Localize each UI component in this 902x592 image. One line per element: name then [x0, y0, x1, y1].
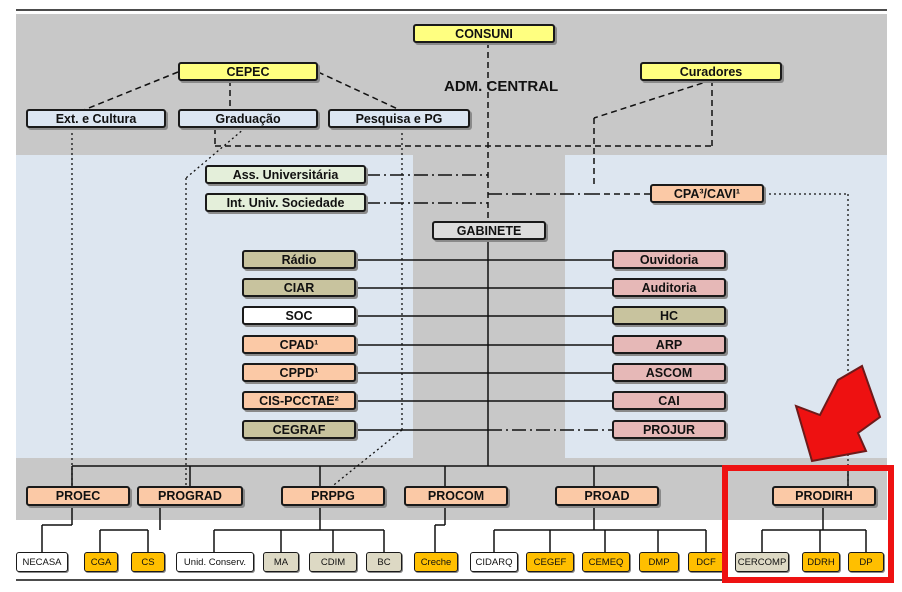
- soc-box: SOC: [242, 306, 356, 325]
- cegef-box: CEGEF: [526, 552, 574, 572]
- arp-box: ARP: [612, 335, 726, 354]
- proec-box: PROEC: [26, 486, 130, 506]
- bc-box: BC: [366, 552, 402, 572]
- cepec-box: CEPEC: [178, 62, 318, 81]
- unid-conserv-box: Unid. Conserv.: [176, 552, 254, 572]
- ascom-box: ASCOM: [612, 363, 726, 382]
- ma-box: MA: [263, 552, 299, 572]
- graduacao-box: Graduação: [178, 109, 318, 128]
- prodirh-box: PRODIRH: [772, 486, 876, 506]
- cdim-box: CDIM: [309, 552, 357, 572]
- hc-box: HC: [612, 306, 726, 325]
- projur-box: PROJUR: [612, 420, 726, 439]
- cpad-box: CPAD¹: [242, 335, 356, 354]
- cppd-box: CPPD¹: [242, 363, 356, 382]
- auditoria-box: Auditoria: [612, 278, 726, 297]
- curadores-box: Curadores: [640, 62, 782, 81]
- procom-box: PROCOM: [404, 486, 508, 506]
- cidarq-box: CIDARQ: [470, 552, 518, 572]
- ddrh-box: DDRH: [802, 552, 840, 572]
- cs-box: CS: [131, 552, 165, 572]
- pesquisa-pg-box: Pesquisa e PG: [328, 109, 470, 128]
- ext-cultura-box: Ext. e Cultura: [26, 109, 166, 128]
- gabinete-box: GABINETE: [432, 221, 546, 240]
- adm-central-label: ADM. CENTRAL: [444, 78, 559, 95]
- proad-box: PROAD: [555, 486, 659, 506]
- prograd-box: PROGRAD: [137, 486, 243, 506]
- cegraf-box: CEGRAF: [242, 420, 356, 439]
- ouvidoria-box: Ouvidoria: [612, 250, 726, 269]
- gabinete-column-region: [413, 155, 565, 458]
- dmp-box: DMP: [639, 552, 679, 572]
- dcf-box: DCF: [688, 552, 724, 572]
- radio-box: Rádio: [242, 250, 356, 269]
- prppg-box: PRPPG: [281, 486, 385, 506]
- cemeq-box: CEMEQ: [582, 552, 630, 572]
- necasa-box: NECASA: [16, 552, 68, 572]
- int-univ-sociedade-box: Int. Univ. Sociedade: [205, 193, 366, 212]
- cga-box: CGA: [84, 552, 118, 572]
- cai-box: CAI: [612, 391, 726, 410]
- ciar-box: CIAR: [242, 278, 356, 297]
- dp-box: DP: [848, 552, 884, 572]
- creche-box: Creche: [414, 552, 458, 572]
- red-arrow-icon: [794, 364, 882, 463]
- cercomp-box: CERCOMP: [735, 552, 789, 572]
- cis-pcctae-box: CIS-PCCTAE²: [242, 391, 356, 410]
- cpa-cavi-box: CPA³/CAVI¹: [650, 184, 764, 203]
- ass-universitaria-box: Ass. Universitária: [205, 165, 366, 184]
- consuni-box: CONSUNI: [413, 24, 555, 43]
- prodirh-highlight-frame: [722, 465, 894, 583]
